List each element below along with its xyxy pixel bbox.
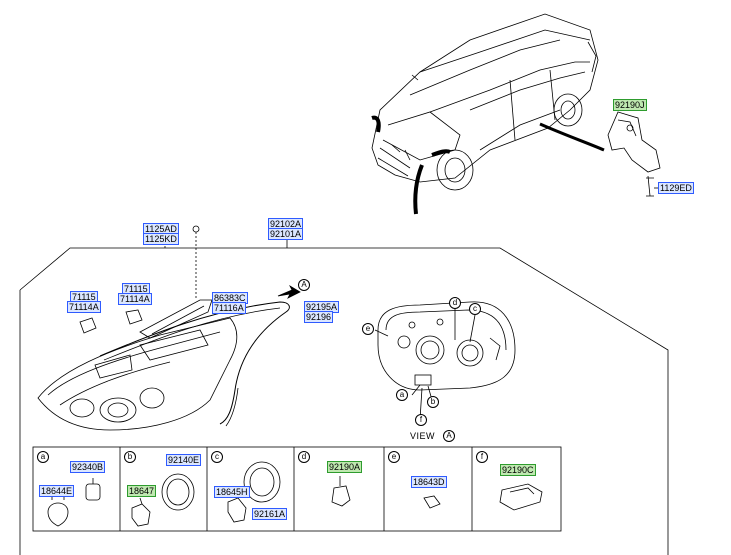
- callout-view-A: A: [443, 430, 455, 442]
- part-label-92340B[interactable]: 92340B: [70, 461, 106, 473]
- vehicle-illustration: [371, 13, 599, 191]
- detail-box-b: b: [124, 451, 136, 463]
- part-label-18644E[interactable]: 18644E: [39, 485, 75, 497]
- part-label-92190J[interactable]: 92190J: [613, 99, 647, 111]
- part-label-18643D[interactable]: 18643D: [411, 476, 447, 488]
- part-label-71116A[interactable]: 71116A: [212, 302, 246, 314]
- detail-boxes: [32, 446, 562, 532]
- part-label-92196[interactable]: 92196: [304, 311, 334, 323]
- detail-box-a: a: [37, 451, 49, 463]
- part-label-92101A[interactable]: 92101A: [268, 228, 304, 240]
- part-label-92190A[interactable]: 92190A: [327, 461, 363, 473]
- detail-box-d: d: [298, 451, 310, 463]
- view-a-back-housing: [377, 301, 516, 391]
- detail-box-e: e: [388, 451, 400, 463]
- view-text: VIEW: [410, 431, 436, 441]
- part-label-1129ED[interactable]: 1129ED: [658, 182, 694, 194]
- view-a-caption: VIEW: [410, 431, 435, 441]
- callout-e-view: e: [362, 323, 374, 335]
- detail-box-f: f: [476, 451, 488, 463]
- part-label-18647[interactable]: 18647: [127, 485, 157, 497]
- callout-A-arrow: A: [298, 279, 310, 291]
- callout-c-view: c: [469, 303, 481, 315]
- part-label-92161A[interactable]: 92161A: [252, 508, 288, 520]
- part-label-1125KD[interactable]: 1125KD: [143, 233, 179, 245]
- part-label-92190C[interactable]: 92190C: [500, 464, 536, 476]
- part-label-71114A-b[interactable]: 71114A: [118, 293, 152, 305]
- part-label-92140E[interactable]: 92140E: [166, 454, 202, 466]
- detail-box-c: c: [211, 451, 223, 463]
- callout-f-view: f: [415, 414, 427, 426]
- part-label-71114A-a[interactable]: 71114A: [67, 301, 101, 313]
- bracket-92190J: [607, 111, 661, 197]
- part-label-18645H[interactable]: 18645H: [214, 486, 250, 498]
- callout-a-view: a: [396, 389, 408, 401]
- headlamp-lens: [37, 317, 238, 431]
- callout-d-view: d: [449, 297, 461, 309]
- callout-b-view: b: [427, 396, 439, 408]
